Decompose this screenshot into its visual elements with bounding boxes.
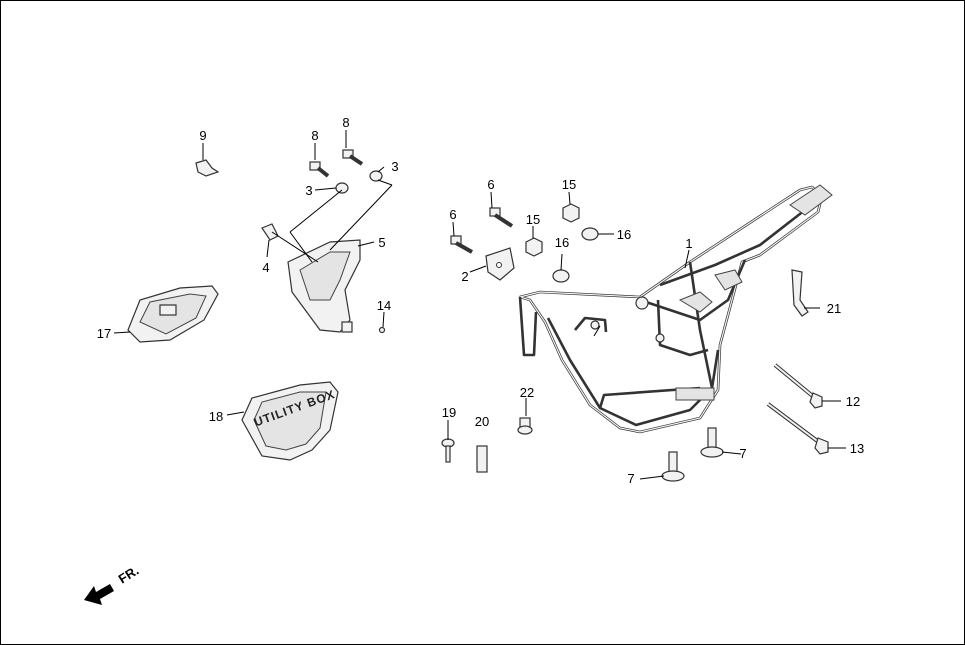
label-part-14: 14 <box>377 298 391 313</box>
label-part-1: 1 <box>685 236 692 251</box>
nut-15b <box>525 237 543 257</box>
label-part-6a: 6 <box>487 177 494 192</box>
front-direction-label: FR. <box>116 563 142 587</box>
bolt-8a <box>309 161 330 178</box>
washer-16a <box>581 227 599 241</box>
long-bolt-12 <box>773 363 823 409</box>
label-part-4: 4 <box>262 260 269 275</box>
screw-19 <box>441 438 455 463</box>
label-part-2: 2 <box>461 269 468 284</box>
label-part-8b: 8 <box>342 115 349 130</box>
long-bolt-13 <box>766 402 829 455</box>
clip-4 <box>261 223 279 241</box>
label-part-7b: 7 <box>627 471 634 486</box>
main-frame <box>517 184 833 434</box>
label-part-16a: 16 <box>617 227 631 242</box>
rubber-20 <box>476 445 488 473</box>
label-part-12: 12 <box>846 394 860 409</box>
nut-15a <box>562 203 580 223</box>
leader-lines <box>113 130 846 480</box>
label-part-7a: 7 <box>739 446 746 461</box>
label-part-13: 13 <box>850 441 864 456</box>
screw-14 <box>378 326 386 334</box>
label-part-3a: 3 <box>305 183 312 198</box>
washer-16b <box>552 269 570 283</box>
label-part-22: 22 <box>520 385 534 400</box>
label-part-8a: 8 <box>311 128 318 143</box>
label-part-21: 21 <box>827 301 841 316</box>
label-part-17: 17 <box>97 326 111 341</box>
label-part-6b: 6 <box>449 207 456 222</box>
side-cover-18 <box>241 381 339 461</box>
label-part-18: 18 <box>209 409 223 424</box>
rivet-9 <box>195 159 220 177</box>
side-cover-17 <box>127 285 219 343</box>
label-part-15b: 15 <box>526 212 540 227</box>
label-part-15a: 15 <box>562 177 576 192</box>
bolt-8b <box>342 149 364 166</box>
collar-3b <box>369 170 383 182</box>
bracket-21 <box>791 269 809 317</box>
part-labels: 1 2 3 3 4 5 6 6 7 7 8 8 9 12 13 14 15 15… <box>97 115 864 486</box>
label-part-19: 19 <box>442 405 456 420</box>
plate-2 <box>485 247 515 281</box>
flange-bolt-7a <box>700 427 724 458</box>
bolt-6b <box>450 235 473 254</box>
label-part-16b: 16 <box>555 235 569 250</box>
front-direction-arrow-icon <box>84 584 114 605</box>
label-part-20: 20 <box>475 414 489 429</box>
bolt-6a <box>489 207 514 228</box>
label-part-3b: 3 <box>391 159 398 174</box>
label-part-9: 9 <box>199 128 206 143</box>
toolbox-5 <box>287 239 361 333</box>
label-part-5: 5 <box>378 235 385 250</box>
flange-bolt-7b <box>661 451 685 482</box>
collar-3a <box>335 182 349 194</box>
grommet-22 <box>517 417 533 435</box>
